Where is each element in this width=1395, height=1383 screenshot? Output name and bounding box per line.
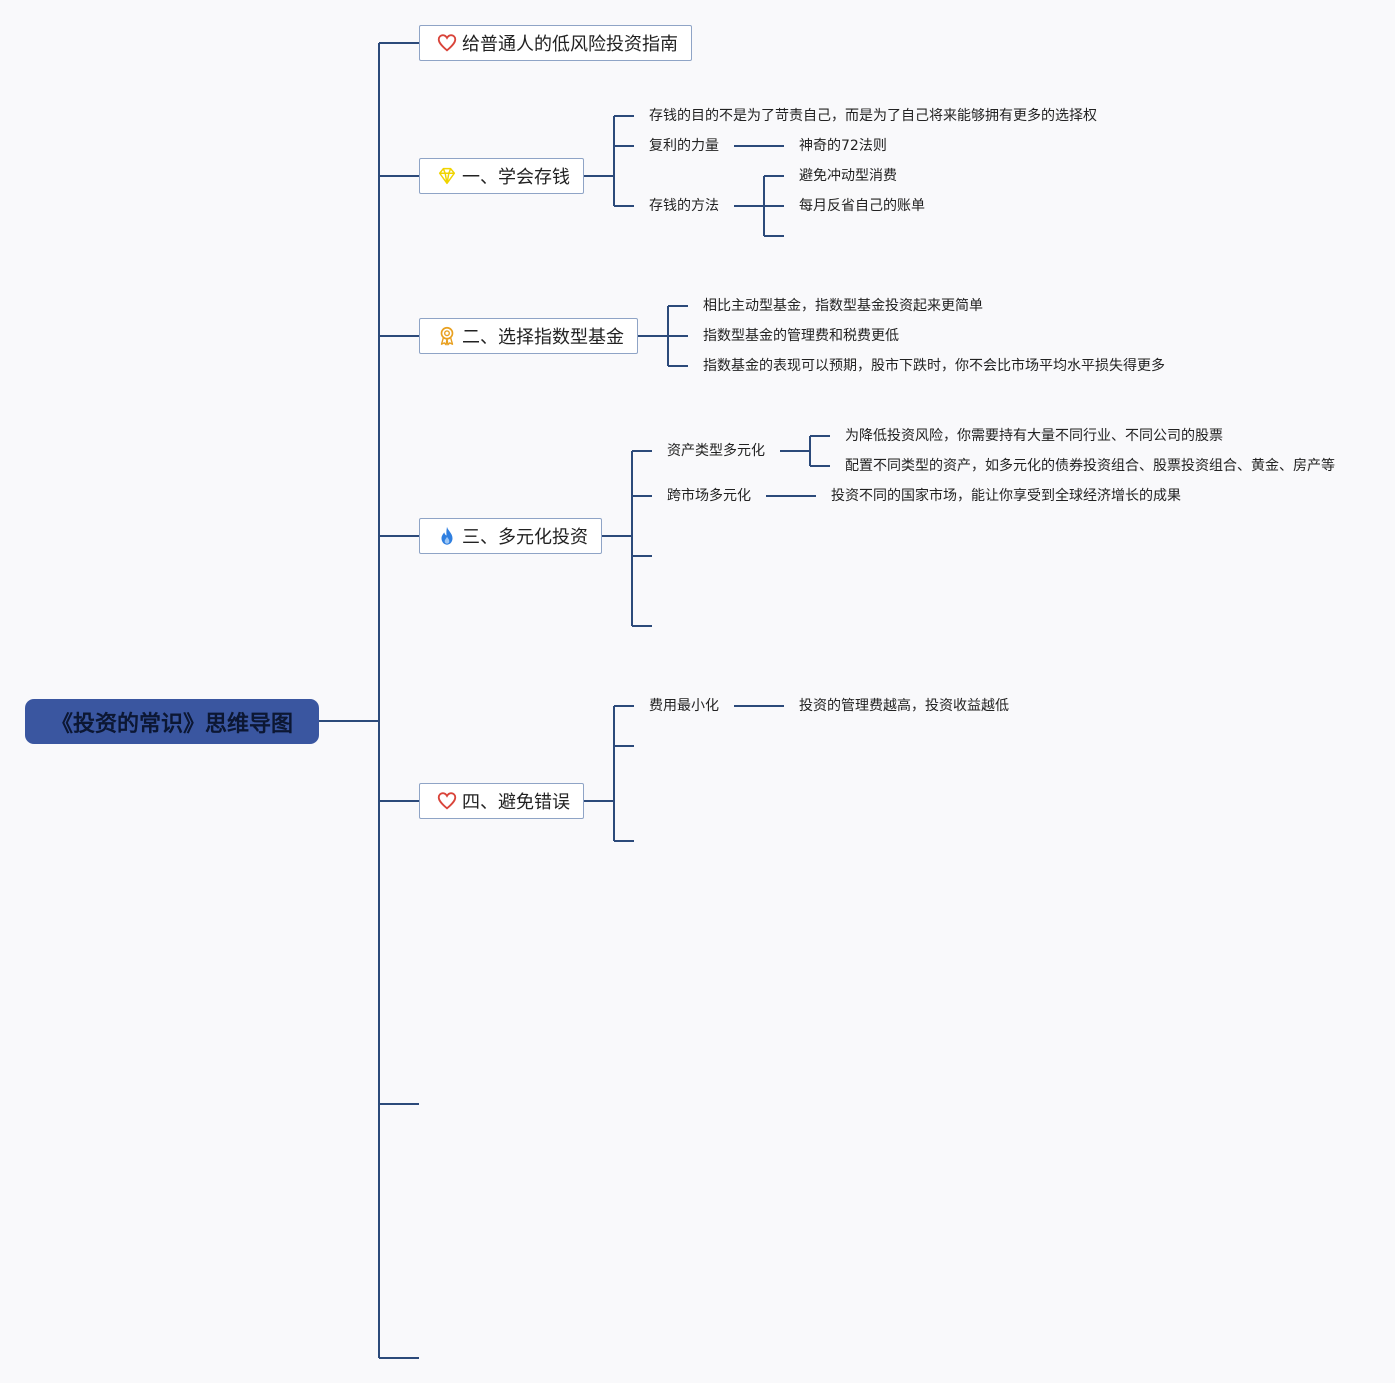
award-ribbon-icon <box>436 325 458 347</box>
subtopic-cross-market[interactable]: 跨市场多元化 <box>667 488 751 504</box>
flame-icon <box>436 525 458 547</box>
subtopic-asset-item[interactable]: 为降低投资风险，你需要持有大量不同行业、不同公司的股票 <box>845 428 1223 444</box>
topic-label: 给普通人的低风险投资指南 <box>462 34 678 55</box>
subtopic-asset-item[interactable]: 配置不同类型的资产，如多元化的债券投资组合、股票投资组合、黄金、房产等 <box>845 458 1335 474</box>
root-topic[interactable]: 《投资的常识》思维导图 <box>25 699 319 744</box>
topic-label: 一、学会存钱 <box>462 167 570 188</box>
topic-label: 三、多元化投资 <box>462 527 588 548</box>
subtopic-fee[interactable]: 费用最小化 <box>649 698 719 714</box>
topic-guide[interactable]: 给普通人的低风险投资指南 <box>419 25 692 61</box>
topic-diversify[interactable]: 三、多元化投资 <box>419 518 602 554</box>
subtopic-cross-item[interactable]: 投资不同的国家市场，能让你享受到全球经济增长的成果 <box>831 488 1181 504</box>
heart-icon <box>436 790 458 812</box>
root-title: 《投资的常识》思维导图 <box>50 711 293 737</box>
subtopic-index-item[interactable]: 相比主动型基金，指数型基金投资起来更简单 <box>703 298 983 314</box>
subtopic-index-item[interactable]: 指数基金的表现可以预期，股市下跌时，你不会比市场平均水平损失得更多 <box>703 358 1165 374</box>
subtopic-method-item[interactable]: 每月反省自己的账单 <box>799 198 925 214</box>
subtopic-fee-item[interactable]: 投资的管理费越高，投资收益越低 <box>799 698 1009 714</box>
subtopic-method-item[interactable]: 避免冲动型消费 <box>799 168 897 184</box>
topic-label: 二、选择指数型基金 <box>462 327 624 348</box>
topic-index-fund[interactable]: 二、选择指数型基金 <box>419 318 638 354</box>
topic-avoid-mistakes[interactable]: 四、避免错误 <box>419 783 584 819</box>
diamond-icon <box>436 165 458 187</box>
subtopic-purpose[interactable]: 存钱的目的不是为了苛责自己，而是为了自己将来能够拥有更多的选择权 <box>649 108 1097 124</box>
subtopic-rule72[interactable]: 神奇的72法则 <box>799 138 887 154</box>
subtopic-index-item[interactable]: 指数型基金的管理费和税费更低 <box>703 328 899 344</box>
subtopic-asset-type[interactable]: 资产类型多元化 <box>667 443 765 459</box>
subtopic-compound[interactable]: 复利的力量 <box>649 138 719 154</box>
topic-label: 四、避免错误 <box>462 792 570 813</box>
subtopic-method[interactable]: 存钱的方法 <box>649 198 719 214</box>
heart-icon <box>436 32 458 54</box>
topic-save-money[interactable]: 一、学会存钱 <box>419 158 584 194</box>
